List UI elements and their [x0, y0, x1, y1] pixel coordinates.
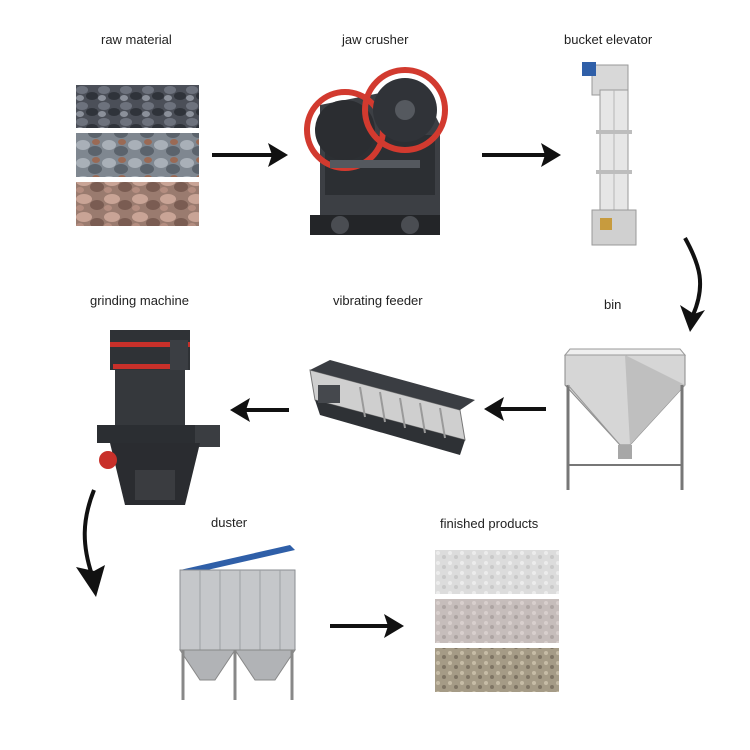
jaw-crusher-image — [300, 65, 450, 245]
label-vibrating-feeder: vibrating feeder — [333, 293, 423, 308]
finished-product-image-2 — [435, 599, 559, 643]
raw-material-image-2 — [76, 133, 199, 177]
label-raw-material: raw material — [101, 32, 172, 47]
raw-material-image-1 — [76, 85, 199, 128]
arrow-crusher-to-elevator — [482, 143, 561, 167]
raw-material-images — [76, 85, 199, 226]
grinding-machine-image — [95, 320, 225, 510]
arrow-duster-to-products — [330, 614, 404, 638]
finished-product-image-1 — [435, 550, 559, 594]
label-bucket-elevator: bucket elevator — [564, 32, 653, 47]
finished-product-image-3 — [435, 648, 559, 692]
label-jaw-crusher: jaw crusher — [342, 32, 409, 47]
finished-products-images — [435, 550, 559, 692]
arrow-elevator-to-bin — [680, 237, 705, 332]
bucket-elevator-image — [580, 50, 650, 255]
bin-image — [560, 345, 690, 495]
label-bin: bin — [604, 297, 622, 312]
duster-image — [175, 540, 305, 705]
raw-material-image-3 — [76, 182, 199, 226]
arrow-feeder-to-grinder — [230, 398, 289, 422]
label-finished-products: finished products — [440, 516, 539, 531]
label-grinding-machine: grinding machine — [90, 293, 190, 308]
arrow-bin-to-feeder — [484, 397, 546, 421]
vibrating-feeder-image — [300, 355, 475, 465]
arrow-raw-to-crusher — [212, 143, 288, 167]
label-duster: duster — [211, 515, 248, 530]
